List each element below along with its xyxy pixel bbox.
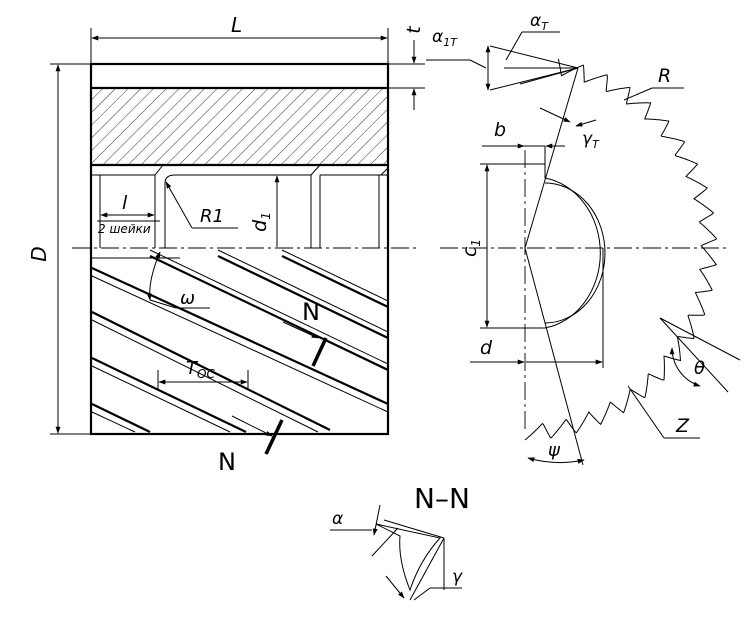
label-l: l <box>122 192 128 214</box>
radial-line-5 <box>519 67 579 85</box>
label-Z: Z <box>675 415 690 437</box>
label-alpha: α <box>332 509 343 529</box>
label-gammaT: γT <box>582 129 600 151</box>
alpha-arrow <box>372 504 381 536</box>
label-psi: ψ <box>548 440 561 461</box>
label-alphaT: αT <box>530 11 549 33</box>
section-line-3 <box>371 527 399 557</box>
R-leader <box>623 87 653 101</box>
Z-leader <box>627 385 665 439</box>
omega-arc <box>146 251 161 301</box>
psi-line <box>524 247 584 466</box>
section-line-1 <box>383 519 445 539</box>
R1-leader <box>165 181 193 229</box>
psi-arc <box>527 457 585 464</box>
section-line-2 <box>409 537 445 601</box>
label-alpha1T: α1T <box>432 27 458 49</box>
label-gamma: γ <box>452 567 463 587</box>
label-b: b <box>494 119 506 141</box>
theta-line-1 <box>659 317 741 361</box>
helical-flutes <box>91 249 389 433</box>
alphaT-leader <box>505 31 523 61</box>
body-outline <box>89 62 390 436</box>
bore-right-chamfer <box>380 167 389 176</box>
gammaT-arrow <box>539 107 571 123</box>
tooth-profile <box>524 58 718 441</box>
section-mark-lower <box>264 419 284 455</box>
section-mark-upper <box>311 337 328 367</box>
label-N-lower: N <box>218 448 236 476</box>
section-title: N–N <box>414 482 470 515</box>
label-d1: d1 <box>249 212 273 232</box>
theta-line-2 <box>659 317 729 393</box>
keyway-outer <box>525 163 601 329</box>
theta-arc <box>669 347 701 387</box>
gamma-leader <box>413 587 431 601</box>
label-c1: c1 <box>459 239 483 257</box>
gammaT-arrow-2 <box>575 119 597 127</box>
neck-fillet <box>164 174 176 248</box>
side-view: L t D l 2 шейки R1 d1 ω TОС <box>27 13 425 476</box>
radial-line-1 <box>524 67 579 249</box>
omega-leader <box>149 299 177 309</box>
label-L: L <box>231 13 242 37</box>
keyway-inner <box>544 182 606 324</box>
label-d: d <box>480 337 493 359</box>
section-tooth <box>375 523 441 592</box>
alpha1T-leader <box>469 59 487 69</box>
neck-note: 2 шейки <box>98 222 151 236</box>
bore-chamfers <box>91 164 321 176</box>
end-view: α1T αT R γT b c1 d θ <box>426 11 741 466</box>
section-NN: N–N α γ <box>330 482 470 601</box>
label-t: t <box>403 25 425 34</box>
hatched-section <box>92 89 387 165</box>
gamma-arrow <box>385 575 405 599</box>
label-D: D <box>27 246 51 261</box>
section-arrow-upper <box>282 321 319 339</box>
label-Toc: TОС <box>186 358 215 381</box>
label-N-upper: N <box>302 298 320 326</box>
label-theta: θ <box>694 358 705 379</box>
section-arrow-lower <box>231 415 273 437</box>
label-R: R <box>658 65 671 87</box>
radial-line-3 <box>489 45 579 69</box>
label-omega: ω <box>180 288 195 309</box>
label-R1: R1 <box>200 206 224 227</box>
